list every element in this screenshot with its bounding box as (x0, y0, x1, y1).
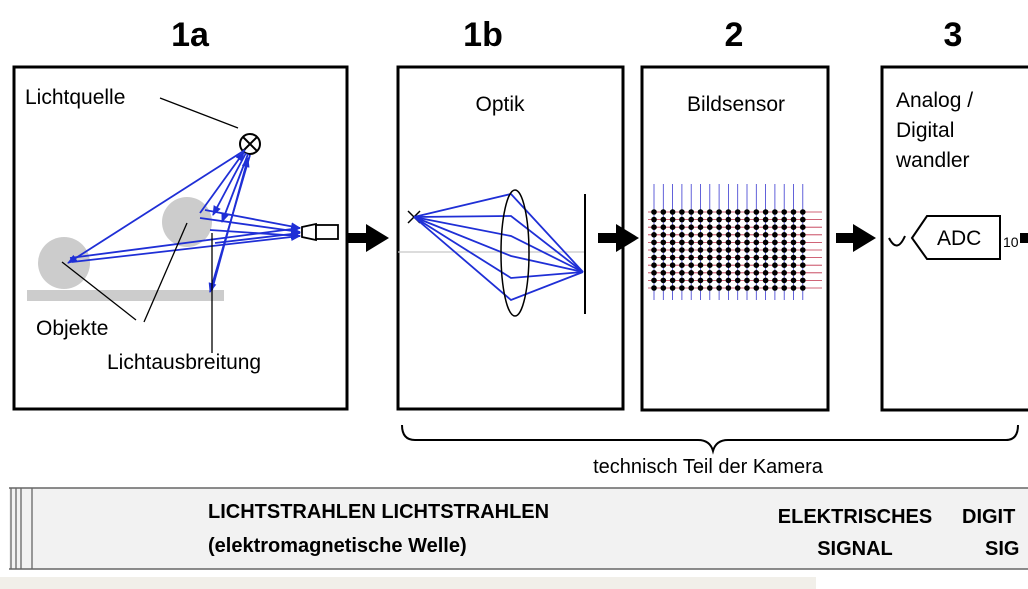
footer-strip (0, 577, 816, 589)
signal-band (9, 488, 1028, 569)
box-image-sensor (640, 65, 830, 412)
band-col1-line2: (elektromagnetische Welle) (208, 535, 467, 557)
adc-title-line1: Analog / (896, 89, 973, 112)
adc-bit-label: 10 (1003, 234, 1019, 250)
optics-title: Optik (475, 93, 525, 116)
band-col3-line2: SIG (985, 538, 1019, 560)
band-col3-line1: DIGIT (962, 506, 1015, 528)
band-col2-line1: ELEKTRISCHES (778, 506, 932, 528)
light-source-label: Lichtquelle (25, 86, 125, 109)
header-1b: 1b (463, 16, 503, 54)
adc-block (910, 215, 1001, 260)
output-arrow-stub (1020, 233, 1028, 243)
object-sphere-right (162, 197, 212, 247)
object-pointers (61, 222, 213, 353)
sensor-title: Bildsensor (687, 93, 785, 116)
light-source-pointer (159, 97, 239, 129)
optics-rays (413, 193, 584, 302)
adc-label: ADC (937, 227, 981, 250)
adc-title-line2: Digital (896, 119, 954, 142)
light-source-icon (239, 133, 261, 155)
propagation-label: Lichtausbreitung (107, 351, 261, 374)
arrow-1b-to-2 (598, 224, 639, 252)
brace-label: technisch Teil der Kamera (593, 456, 824, 478)
light-rays (67, 149, 301, 293)
header-1a: 1a (171, 16, 210, 54)
camera-icon (301, 222, 339, 242)
band-col2-line2: SIGNAL (817, 538, 893, 560)
ground-surface (27, 290, 224, 301)
analog-wave-icon (888, 235, 906, 247)
box-optics (396, 65, 625, 411)
band-edge-lines (10, 488, 33, 569)
arrow-2-to-3 (836, 224, 876, 252)
adc-title-line3: wandler (895, 149, 970, 172)
sensor-pixel-grid (648, 184, 822, 300)
camera-brace (401, 424, 1019, 455)
objects-label: Objekte (36, 317, 108, 340)
lens-icon (500, 189, 530, 317)
band-col1-line1: LICHTSTRAHLEN LICHTSTRAHLEN (208, 501, 549, 523)
header-3: 3 (944, 16, 963, 54)
arrow-1a-to-1b (348, 224, 389, 252)
header-2: 2 (725, 16, 744, 54)
